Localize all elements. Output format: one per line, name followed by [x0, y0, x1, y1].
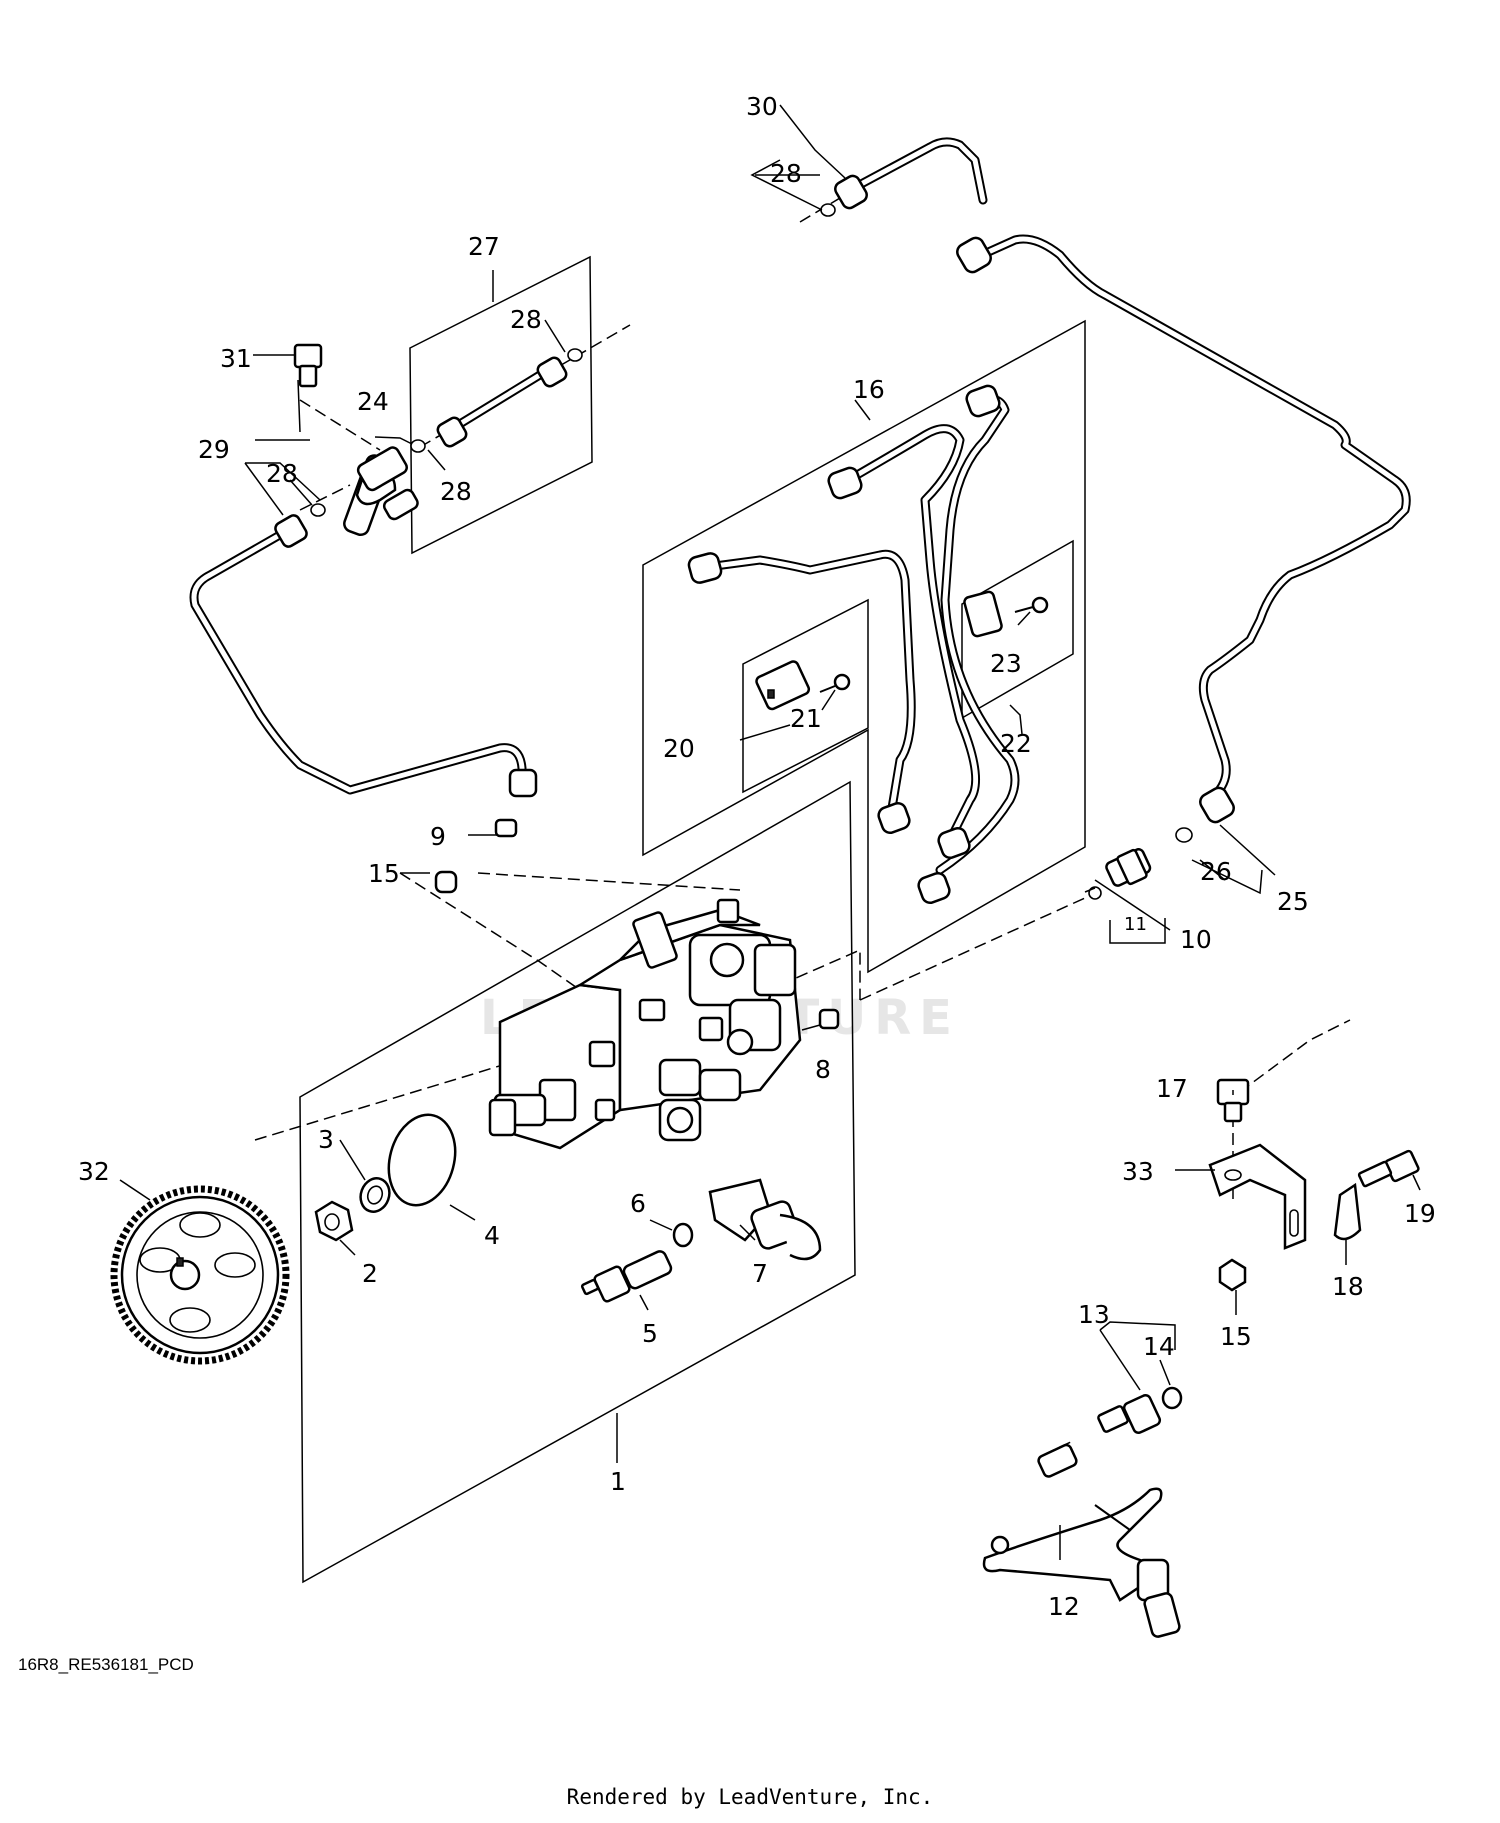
- callout-21: 21: [790, 704, 822, 733]
- sensor-box-20: [742, 598, 869, 794]
- injection-pump: [488, 898, 802, 1150]
- callouts: 1 2 3 4 5 6 7 8 9 10 11 12 13 14 15 15 1…: [78, 92, 1436, 1621]
- bolt-17: [1216, 1078, 1250, 1123]
- callout-10: 10: [1180, 925, 1212, 954]
- injector-nozzle-24: [343, 446, 419, 537]
- callout-32: 32: [78, 1157, 110, 1186]
- clip-20: [755, 660, 811, 711]
- harness-line-c-inner: [937, 396, 1018, 873]
- nut-2: [314, 1200, 354, 1242]
- bracket-33: [1208, 1143, 1307, 1250]
- callout-19: 19: [1404, 1199, 1436, 1228]
- pump-group-box: [299, 780, 856, 1584]
- fuel-line-29: [189, 527, 527, 795]
- callout-11: 11: [1124, 914, 1147, 935]
- callout-28b: 28: [440, 477, 472, 506]
- leaders: [119, 104, 1421, 1560]
- footer-credit: Rendered by LeadVenture, Inc.: [566, 1785, 934, 1809]
- callout-31: 31: [220, 344, 252, 373]
- callout-1: 1: [610, 1467, 626, 1496]
- callout-4: 4: [484, 1221, 500, 1250]
- bolt-31: [293, 343, 323, 388]
- o-ring-4: [387, 1113, 457, 1207]
- callout-22: 22: [1000, 729, 1032, 758]
- washers: [310, 203, 1193, 900]
- callout-29: 29: [198, 435, 230, 464]
- connector-7: [708, 1178, 822, 1261]
- callout-8: 8: [815, 1055, 831, 1084]
- harness-line-b-inner: [842, 426, 979, 843]
- centerline-28-29: [299, 484, 351, 511]
- fuel-line-25: [970, 234, 1411, 800]
- callout-3: 3: [318, 1125, 334, 1154]
- clip-22: [963, 590, 1003, 638]
- callout-28d: 28: [770, 159, 802, 188]
- harness-12: [982, 1443, 1181, 1638]
- nozzle-group-box: [409, 255, 593, 555]
- callout-17: 17: [1156, 1074, 1188, 1103]
- callout-23: 23: [990, 649, 1022, 678]
- callout-28a: 28: [510, 305, 542, 334]
- callout-2: 2: [362, 1259, 378, 1288]
- centerline-9: [477, 872, 741, 891]
- centerline-33: [1224, 1019, 1351, 1104]
- callout-26: 26: [1200, 857, 1232, 886]
- callout-15b: 15: [1220, 1322, 1252, 1351]
- o-ring-14: [1161, 1386, 1183, 1410]
- callout-7: 7: [752, 1259, 768, 1288]
- line-nuts: [274, 174, 1235, 1030]
- nut-15b: [1218, 1258, 1247, 1292]
- callout-12: 12: [1048, 1592, 1080, 1621]
- centerline-10: [859, 892, 1097, 1001]
- callout-24: 24: [357, 387, 389, 416]
- callout-18: 18: [1332, 1272, 1364, 1301]
- o-ring-6: [672, 1222, 694, 1248]
- centerline-24: [299, 399, 381, 451]
- callout-13: 13: [1078, 1300, 1110, 1329]
- harness-line-a-inner: [697, 551, 914, 823]
- callout-27: 27: [468, 232, 500, 261]
- callout-6: 6: [630, 1189, 646, 1218]
- fitting-10: [1105, 848, 1152, 887]
- bolt-19: [1357, 1149, 1420, 1188]
- callout-33: 33: [1122, 1157, 1154, 1186]
- screw-23: [1014, 596, 1049, 614]
- callout-5: 5: [642, 1319, 658, 1348]
- sensor-13: [1097, 1393, 1162, 1435]
- fuel-line-25-inner: [972, 236, 1409, 798]
- clamp-18: [1333, 1182, 1362, 1241]
- harness-group-box: [642, 319, 1086, 974]
- screw-21: [819, 673, 851, 693]
- centerline-8: [779, 948, 861, 1000]
- callout-28c: 28: [266, 459, 298, 488]
- callout-14: 14: [1143, 1332, 1175, 1361]
- fuel-line-29-inner: [191, 529, 525, 793]
- gear-32: [110, 1185, 290, 1365]
- centerline-pump: [399, 872, 581, 991]
- callout-15a: 15: [368, 859, 400, 888]
- callout-9: 9: [430, 822, 446, 851]
- callout-20: 20: [663, 734, 695, 763]
- drawing-code: 16R8_RE536181_PCD: [18, 1655, 194, 1674]
- fuel-line-27-inner: [447, 367, 551, 433]
- callout-25: 25: [1277, 887, 1309, 916]
- callout-16: 16: [853, 375, 885, 404]
- washer-3: [359, 1177, 391, 1213]
- sensor-5: [580, 1250, 673, 1303]
- fuel-line-30-inner: [847, 139, 986, 203]
- callout-30: 30: [746, 92, 778, 121]
